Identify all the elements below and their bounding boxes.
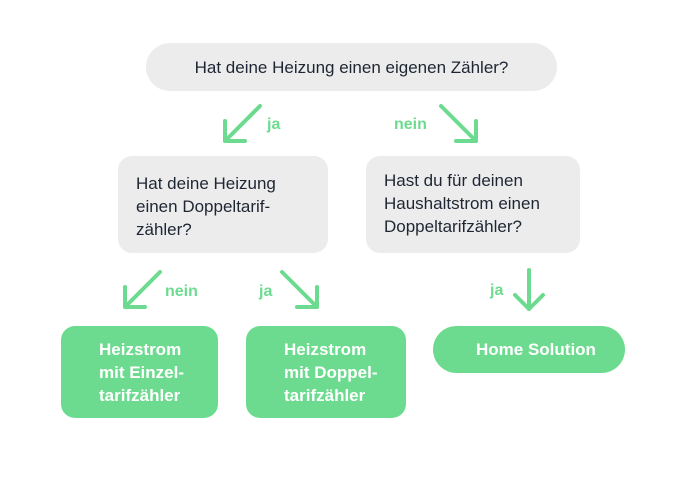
result-line: tarifzähler [99,386,181,405]
arrow-top-to-left [223,104,262,143]
result-line: mit Einzel- [99,363,185,382]
arrow-right-to-home-solution [513,268,545,311]
result-line: Heizstrom [99,340,182,359]
result-home-solution: Home Solution [433,326,625,373]
arrow-top-to-right [439,104,478,143]
question-own-meter-text: Hat deine Heizung einen eigenen Zähler? [194,57,509,77]
question-line: einen Doppeltarif- [136,197,271,216]
label-nein: nein [394,116,427,133]
question-household-dual-tariff: Hast du für deinen Haushaltstrom einen D… [366,156,580,253]
label-ja: ja [259,283,273,300]
question-own-meter: Hat deine Heizung einen eigenen Zähler? [146,43,557,91]
question-line: Doppeltarifzähler? [384,217,522,236]
question-line: Hast du für deinen [384,171,523,190]
result-line: tarifzähler [284,386,366,405]
label-nein: nein [165,283,198,300]
result-einzeltarif: Heizstrom mit Einzel- tarifzähler [61,326,218,418]
label-ja: ja [490,282,504,299]
result-line: mit Doppel- [284,363,378,382]
question-line: zähler? [136,220,192,239]
question-heating-dual-tariff: Hat deine Heizung einen Doppeltarif- zäh… [118,156,328,253]
result-line: Heizstrom [284,340,367,359]
arrow-left-to-einzeltarif [123,270,162,309]
label-ja: ja [267,116,281,133]
result-doppeltarif: Heizstrom mit Doppel- tarifzähler [246,326,406,418]
arrow-left-to-doppeltarif [280,270,319,309]
question-line: Hat deine Heizung [136,174,276,193]
question-line: Haushaltstrom einen [384,194,540,213]
result-line: Home Solution [476,340,596,359]
